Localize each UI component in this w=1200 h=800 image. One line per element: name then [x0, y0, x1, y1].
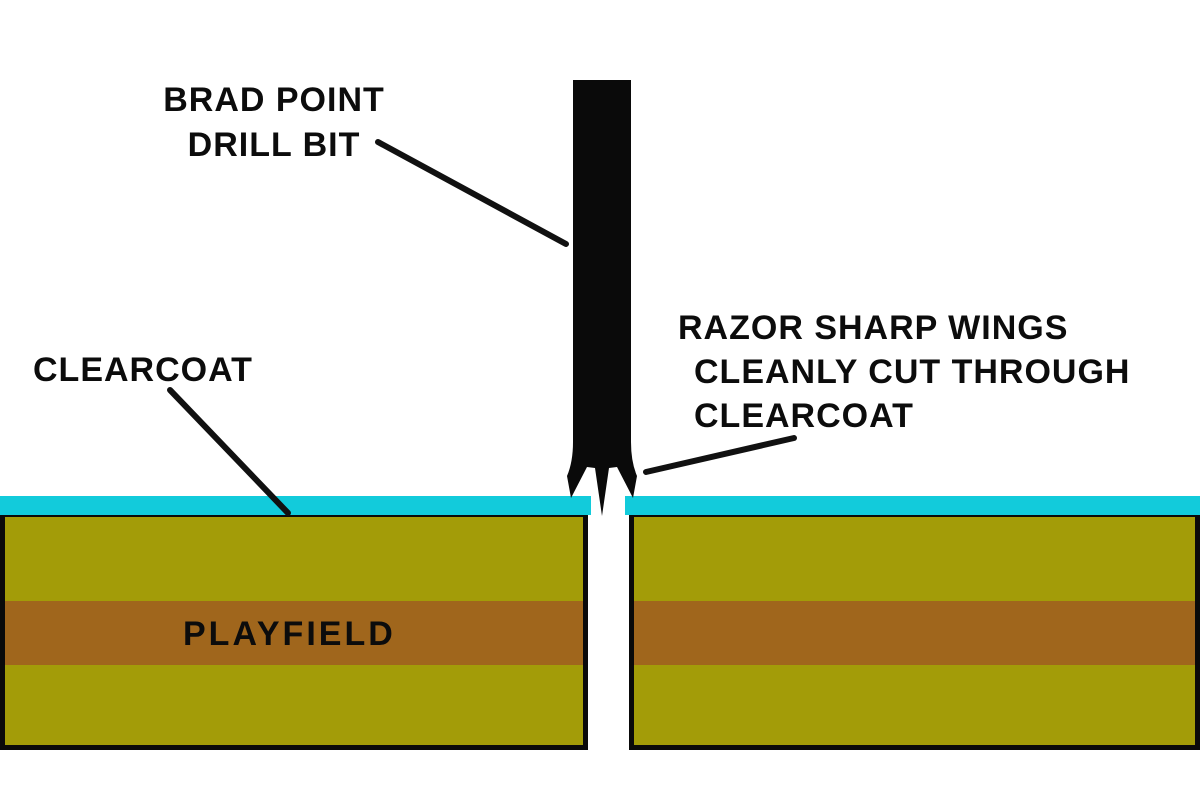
playfield-board-left [0, 512, 588, 750]
annotation-line-clearcoat [167, 387, 291, 516]
playfield-wood-stripe-right [634, 601, 1195, 665]
label-wings-line1: RAZOR SHARP WINGS [678, 309, 1069, 347]
label-clearcoat: CLEARCOAT [33, 351, 253, 389]
clearcoat-layer-right [625, 496, 1200, 515]
label-playfield: PLAYFIELD [183, 615, 396, 653]
clearcoat-layer-left [0, 496, 591, 515]
label-wings-line2: CLEANLY CUT THROUGH [694, 353, 1131, 391]
brad-point-drill-bit-shape [567, 80, 637, 516]
label-wings-line3: CLEARCOAT [694, 397, 914, 435]
label-brad-point-line2: DRILL BIT [187, 126, 361, 164]
label-razor-sharp-wings: RAZOR SHARP WINGS CLEANLY CUT THROUGH CL… [678, 306, 1130, 438]
playfield-board-right [629, 512, 1200, 750]
annotation-line-wings [643, 435, 797, 475]
label-brad-point-drill-bit: BRAD POINT DRILL BIT [148, 78, 400, 168]
label-brad-point-line1: BRAD POINT [163, 81, 385, 119]
playfield-wood-stripe-left [5, 601, 583, 665]
annotation-line-drill-bit [375, 139, 569, 247]
